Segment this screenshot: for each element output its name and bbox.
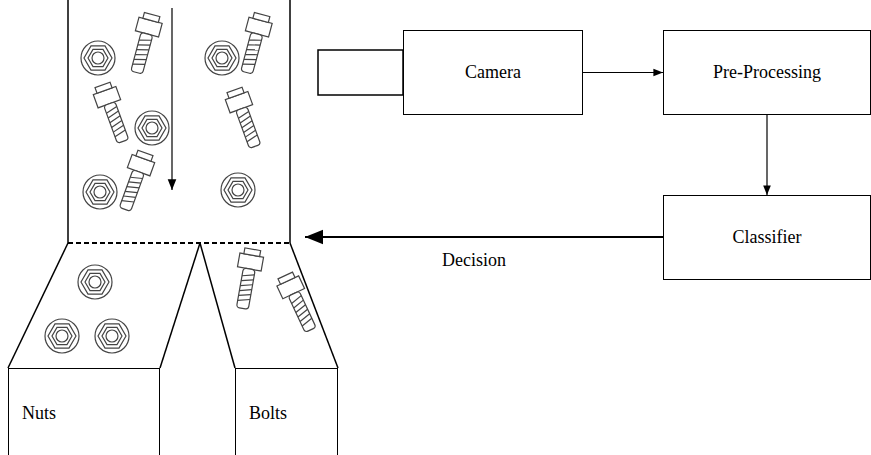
funnel-wall	[160, 243, 200, 368]
bolt-icon	[223, 86, 266, 151]
flow-connector	[766, 115, 767, 195]
bolt-icon	[125, 11, 164, 75]
chute-wall	[289, 0, 291, 243]
box-label: Camera	[465, 62, 521, 83]
nut-icon	[83, 175, 117, 209]
box-label: Nuts	[22, 403, 56, 424]
nut-icon	[95, 319, 129, 353]
process-box: Camera	[403, 30, 583, 115]
bin-box: Nuts	[8, 368, 160, 455]
bolt-icon	[274, 270, 321, 335]
bin-box: Bolts	[235, 368, 338, 455]
nut-icon	[78, 265, 112, 299]
process-box: Classifier	[663, 195, 871, 280]
bolt-icon	[91, 81, 134, 146]
chute-wall	[67, 0, 69, 243]
process-box: Pre-Processing	[663, 30, 871, 115]
decision-arrow	[305, 236, 663, 238]
nut-icon	[81, 41, 115, 75]
nut-icon	[135, 111, 169, 145]
nut-icon	[45, 319, 79, 353]
gate-line	[68, 242, 290, 244]
flow-connector	[583, 72, 663, 73]
box-label: Bolts	[249, 403, 287, 424]
funnel-wall	[290, 243, 338, 368]
bolt-icon	[235, 11, 274, 75]
signal-label: Decision	[440, 250, 508, 271]
funnel-wall	[200, 243, 235, 368]
box-label: Pre-Processing	[713, 62, 821, 83]
flow-arrow	[171, 8, 172, 190]
nut-icon	[221, 173, 255, 207]
camera-lens	[318, 50, 403, 95]
bolt-icon	[231, 247, 265, 310]
box-label: Classifier	[733, 227, 802, 248]
nut-icon	[205, 41, 239, 75]
bolt-icon	[114, 149, 157, 214]
